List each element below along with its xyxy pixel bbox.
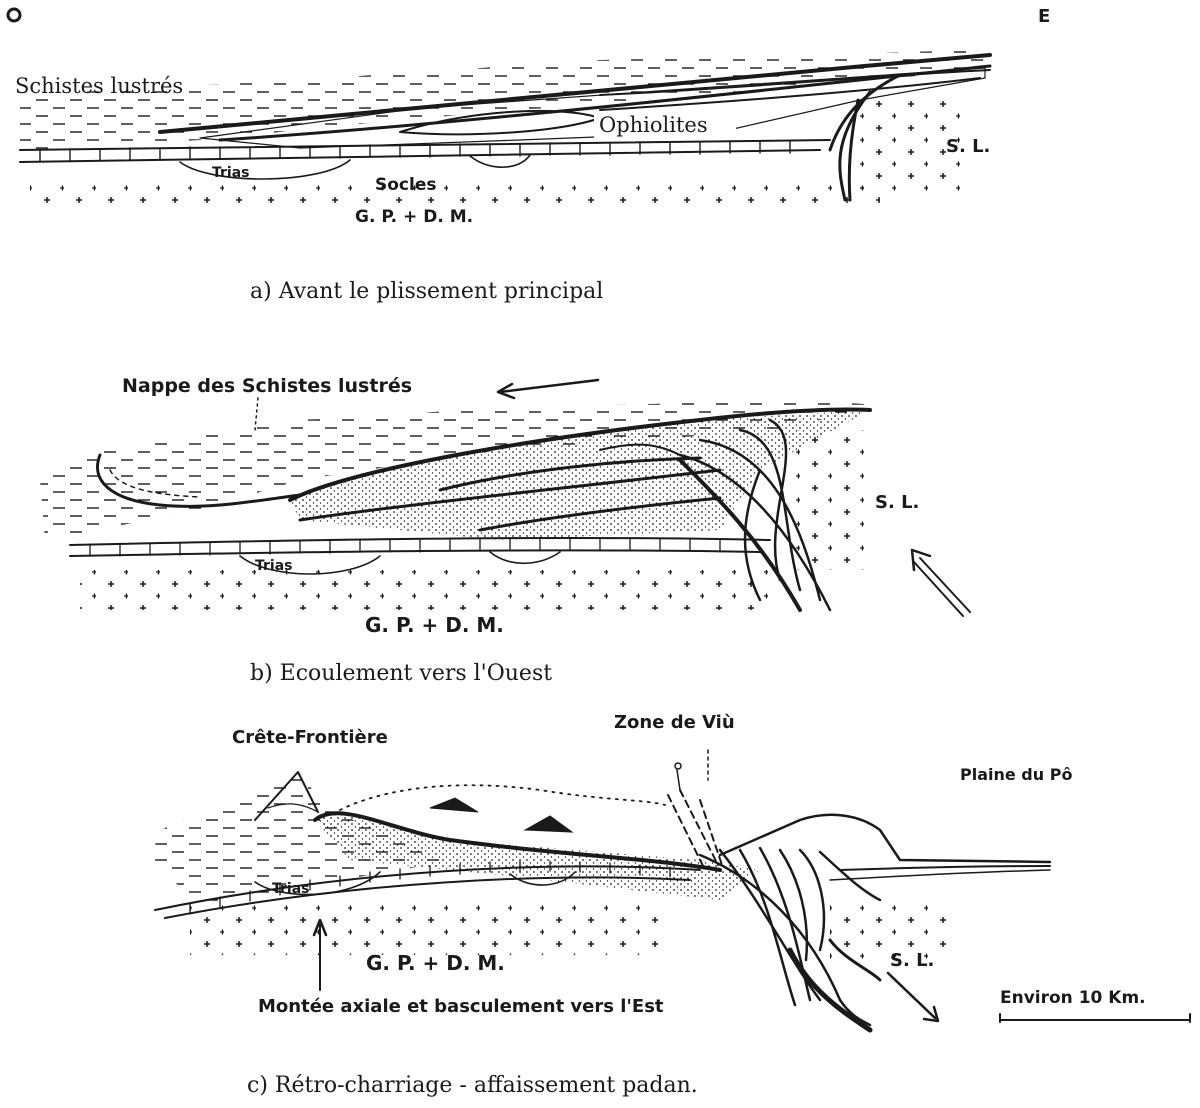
east-label: E — [1038, 6, 1050, 27]
caption-c: c) Rétro-charriage - affaissement padan. — [247, 1073, 698, 1098]
plaine-du-po-label: Plaine du Pô — [960, 765, 1072, 784]
panel-a: Schistes lustrés Ophiolites S. L. Trias … — [15, 50, 990, 304]
sl-label-c: S. L. — [890, 950, 934, 971]
uplift-arrow-b — [912, 550, 970, 616]
ophiolites-label: Ophiolites — [599, 113, 708, 137]
po-plain-layers-c — [720, 815, 1050, 862]
basement-label-a: G. P. + D. M. — [355, 207, 473, 227]
basement-label-c: G. P. + D. M. — [366, 951, 505, 975]
trias-label-b: Trias — [255, 558, 293, 574]
schistes-lustres-label: Schistes lustrés — [15, 74, 183, 98]
socles-label: Socles — [375, 175, 436, 195]
restored-profile-c — [340, 785, 665, 810]
basement-crosses-a — [30, 180, 880, 206]
scale-bar — [1000, 1014, 1190, 1022]
scale-label: Environ 10 Km. — [1000, 988, 1146, 1008]
west-marker — [8, 9, 20, 21]
tilt-east-arrow — [888, 973, 938, 1021]
caption-a: a) Avant le plissement principal — [250, 279, 603, 304]
sl-crosses-b — [790, 430, 870, 570]
crete-frontiere-label: Crête-Frontière — [232, 727, 388, 748]
panel-c: Crête-Frontière Zone de Viù Plaine du Pô… — [150, 712, 1190, 1098]
basement-crosses-c — [190, 900, 660, 955]
caption-b: b) Ecoulement vers l'Ouest — [250, 661, 552, 686]
trias-pocket-a2 — [470, 155, 530, 167]
basement-label-b: G. P. + D. M. — [365, 613, 504, 637]
trias-label-c: Trias — [272, 881, 310, 897]
trias-pocket-b2 — [490, 552, 560, 563]
zone-de-viu-faults — [668, 790, 722, 870]
dark-peak-c1 — [430, 798, 478, 812]
basement-crosses-b — [80, 570, 780, 610]
zone-de-viu-label: Zone de Viù — [614, 712, 735, 733]
montee-axiale-label: Montée axiale et basculement vers l'Est — [258, 996, 664, 1017]
dark-peak-c2 — [525, 816, 572, 832]
nappe-label: Nappe des Schistes lustrés — [122, 375, 412, 397]
sl-label-b: S. L. — [875, 492, 919, 513]
sl-label-a: S. L. — [946, 136, 990, 157]
panel-b: Nappe des Schistes lustrés S. L. Trias G… — [40, 375, 970, 686]
westward-flow-arrow — [498, 380, 598, 398]
trias-label-a: Trias — [212, 165, 250, 181]
trias-pocket-a1 — [180, 160, 350, 179]
